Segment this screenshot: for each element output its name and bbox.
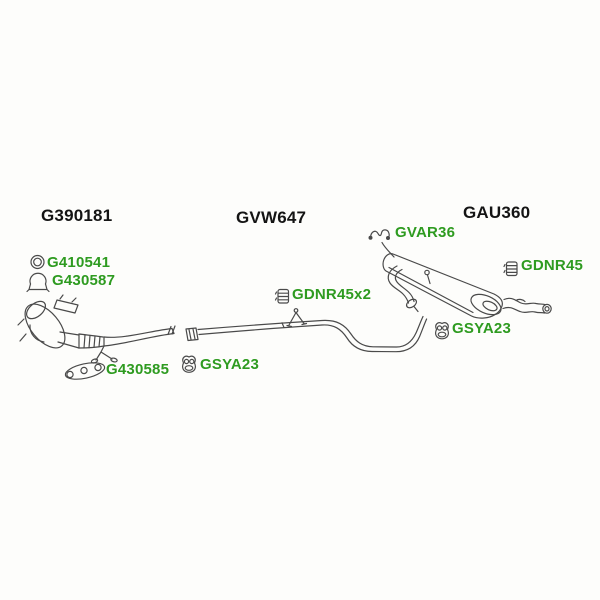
part-label-rear-hanger: GSYA23 — [452, 320, 512, 337]
rear-silencer-drawing — [382, 253, 503, 319]
center-pipe-drawing — [185, 315, 428, 353]
section-label-center: GVW647 — [236, 208, 307, 227]
pipe-clamp-icon — [503, 261, 518, 277]
section-label-rear: GAU360 — [463, 203, 531, 222]
section-label-front: G390181 — [41, 206, 113, 225]
tail-pipe-drawing — [502, 297, 552, 314]
hanger-hook-icon — [368, 229, 395, 258]
part-label-front-hanger: GSYA23 — [200, 356, 260, 373]
flange-gasket-icon — [64, 362, 106, 380]
gasket-ring-icon — [30, 254, 45, 270]
pipe-clamp-icon — [274, 288, 290, 304]
part-label-rear-hook: GVAR36 — [395, 224, 456, 241]
silencer-inlet-pipe-drawing — [387, 265, 419, 313]
catalytic-converter-drawing — [17, 294, 105, 349]
part-label-center-clamp: GDNR45x2 — [292, 286, 372, 303]
clamp-ring-icon — [26, 272, 50, 293]
front-pipe-drawing — [103, 325, 176, 347]
part-label-front-clamp-ring: G430587 — [52, 272, 116, 289]
center-bracket-icon — [286, 308, 308, 328]
front-bracket-icon — [90, 345, 118, 364]
part-label-rear-clamp: GDNR45 — [521, 257, 584, 274]
rubber-hanger-icon — [435, 322, 449, 340]
part-label-flange-gasket: G430585 — [106, 361, 170, 378]
part-label-gasket-ring: G410541 — [47, 254, 111, 271]
rubber-hanger-icon — [182, 355, 196, 373]
